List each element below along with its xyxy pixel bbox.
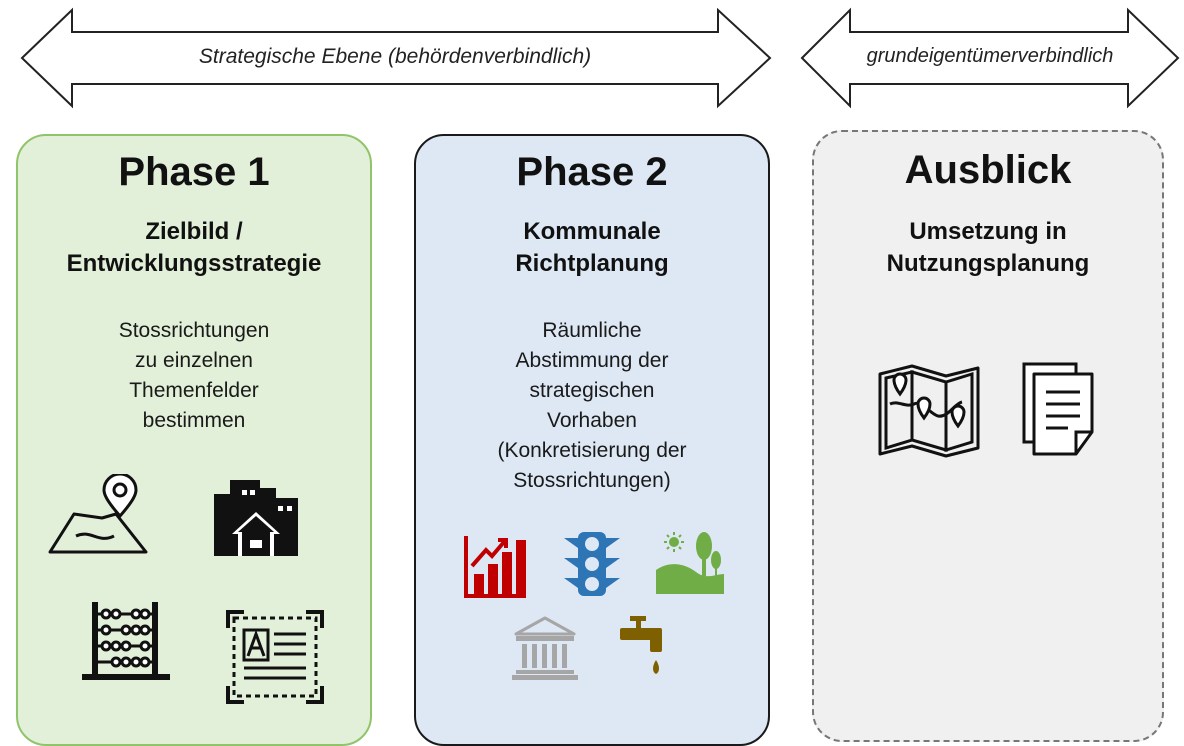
strategic-level-arrow bbox=[20, 7, 1180, 109]
outlook-title: Ausblick bbox=[904, 148, 1072, 192]
phase2-subtitle-line1: Kommunale bbox=[523, 218, 661, 245]
phase1-body-line: Stossrichtungen bbox=[118, 319, 270, 342]
phase2-panel: Phase 2 Kommunale Richtplanung Räumliche… bbox=[414, 134, 770, 746]
phase2-body-line: Stossrichtungen) bbox=[513, 469, 671, 492]
phase2-body: Räumliche Abstimmung der strategischen V… bbox=[416, 316, 768, 496]
phase1-body-line: Themenfelder bbox=[129, 379, 259, 402]
phase1-body: Stossrichtungen zu einzelnen Themenfelde… bbox=[18, 316, 370, 436]
documents-icon bbox=[1022, 362, 1094, 456]
phase1-subtitle-line2: Entwicklungsstrategie bbox=[66, 250, 322, 277]
phase2-body-line: Räumliche bbox=[542, 319, 642, 342]
water-tap-icon bbox=[620, 616, 662, 674]
landscape-icon bbox=[656, 532, 724, 594]
phase1-subtitle-line1: Zielbild / bbox=[145, 218, 243, 245]
phase2-subtitle: Kommunale Richtplanung bbox=[416, 216, 768, 280]
map-pin-icon bbox=[48, 474, 148, 554]
phase2-subtitle-line2: Richtplanung bbox=[515, 250, 669, 277]
text-document-icon bbox=[226, 610, 324, 704]
growth-chart-icon bbox=[464, 536, 526, 598]
strategic-level-label: Strategische Ebene (behördenverbindlich) bbox=[198, 45, 592, 68]
city-house-icon bbox=[214, 480, 298, 556]
phase1-panel: Phase 1 Zielbild / Entwicklungsstrategie… bbox=[16, 134, 372, 746]
outlook-subtitle: Umsetzung in Nutzungsplanung bbox=[814, 216, 1162, 280]
outlook-subtitle-line2: Nutzungsplanung bbox=[886, 250, 1090, 277]
phase1-subtitle: Zielbild / Entwicklungsstrategie bbox=[18, 216, 370, 280]
abacus-icon bbox=[82, 602, 170, 680]
phase1-body-line: zu einzelnen bbox=[135, 349, 253, 372]
owner-binding-label: grundeigentümerverbindlich bbox=[866, 45, 1114, 67]
phase2-body-line: strategischen bbox=[529, 379, 655, 402]
phase1-title: Phase 1 bbox=[118, 150, 270, 194]
outlook-subtitle-line1: Umsetzung in bbox=[909, 218, 1067, 245]
folded-map-icon bbox=[878, 364, 980, 458]
phase2-body-line: Abstimmung der bbox=[515, 349, 669, 372]
phase1-body-line: bestimmen bbox=[142, 409, 246, 432]
phase2-title: Phase 2 bbox=[516, 150, 668, 194]
phase2-body-line: (Konkretisierung der bbox=[497, 439, 687, 462]
outlook-panel: Ausblick Umsetzung in Nutzungsplanung bbox=[812, 130, 1164, 742]
public-building-icon bbox=[512, 616, 578, 680]
phase2-body-line: Vorhaben bbox=[547, 409, 637, 432]
traffic-light-icon bbox=[564, 532, 620, 596]
